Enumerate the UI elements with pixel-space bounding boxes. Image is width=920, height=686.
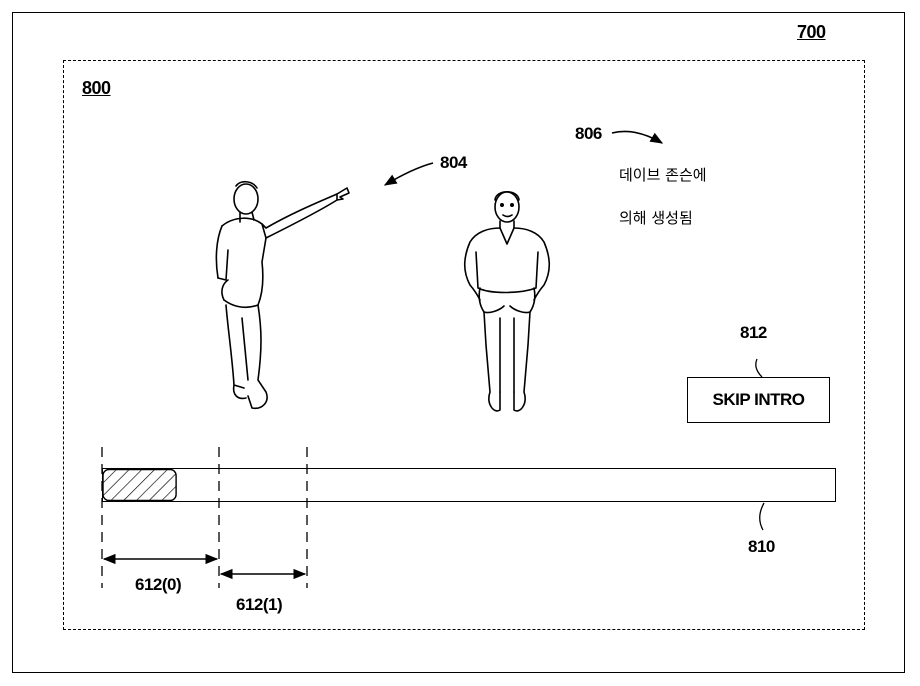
ref-700: 700 [797, 22, 826, 42]
leader-810 [759, 502, 765, 531]
standing-person-avatar [463, 190, 551, 412]
device-frame [12, 12, 905, 673]
leader-804-arrow [383, 162, 434, 186]
ref-806: 806 [575, 124, 602, 143]
display-screen [63, 60, 865, 630]
leader-812 [755, 358, 763, 378]
segment-1-label: 612(1) [236, 595, 283, 614]
ref-804: 804 [440, 153, 467, 172]
skip-intro-button[interactable]: SKIP INTRO [687, 377, 830, 423]
credits-line-2: 의해 생성됨 [619, 209, 693, 227]
segment-0-label: 612(0) [135, 575, 182, 594]
ref-800: 800 [82, 78, 111, 98]
ref-812: 812 [740, 323, 767, 342]
ref-810: 810 [748, 537, 775, 556]
credits-line-1: 데이브 존슨에 [619, 166, 707, 184]
progress-fill [102, 468, 177, 502]
leader-806-arrow [611, 130, 664, 144]
pointing-person-avatar [215, 180, 350, 410]
